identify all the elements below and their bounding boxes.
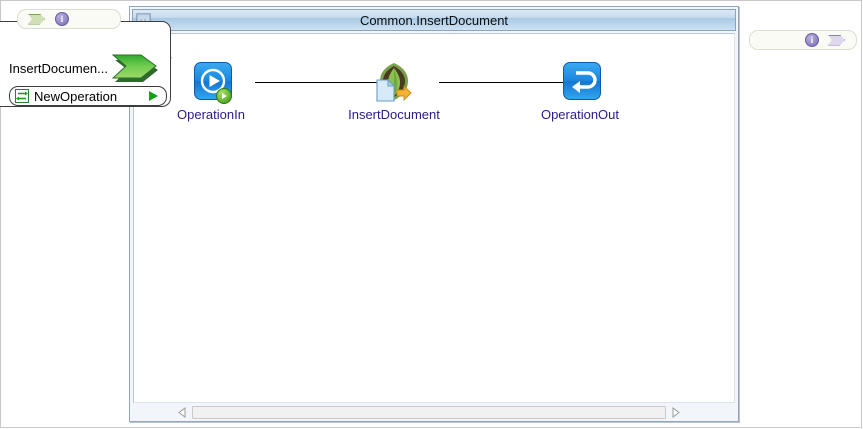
left-panel-toolbar: i <box>17 9 121 29</box>
node-operation-out[interactable]: OperationOut <box>525 60 635 122</box>
exchange-arrows-icon <box>15 89 29 103</box>
window-title-bar[interactable]: Common.InsertDocument <box>132 9 736 31</box>
scrollbar-thumb[interactable] <box>192 406 666 419</box>
return-arrow-blue-icon <box>563 62 601 100</box>
play-triangle-icon[interactable] <box>149 91 158 101</box>
green-run-badge <box>216 88 232 104</box>
window-title-text: Common.InsertDocument <box>359 12 509 28</box>
connector-line <box>255 82 391 83</box>
node-insert-document[interactable]: InsertDocument <box>339 60 449 122</box>
diagram-canvas[interactable]: OperationIn <box>133 33 735 403</box>
triangle-left-icon[interactable] <box>175 405 189 420</box>
operation-name-label: NewOperation <box>34 88 118 104</box>
diagram-window: Common.InsertDocument <box>129 6 739 422</box>
purple-tag-icon[interactable] <box>828 35 845 46</box>
right-panel-toolbar: i <box>749 30 857 50</box>
green-chevron-icon[interactable] <box>109 51 159 85</box>
node-operation-in[interactable]: OperationIn <box>156 60 266 122</box>
node-label: InsertDocument <box>348 107 440 122</box>
operation-list-item[interactable]: NewOperation <box>9 86 167 106</box>
mongodb-leaf-document-icon <box>372 60 416 104</box>
node-icon-wrapper <box>372 60 416 104</box>
node-label: OperationIn <box>177 107 245 122</box>
info-icon[interactable]: i <box>55 12 69 26</box>
entity-name-label: InsertDocumen... <box>9 61 108 76</box>
info-icon[interactable]: i <box>805 33 819 47</box>
green-tag-icon[interactable] <box>28 14 45 25</box>
node-label: OperationOut <box>540 107 620 122</box>
node-icon-wrapper <box>558 60 602 104</box>
node-icon-wrapper <box>189 60 233 104</box>
horizontal-scrollbar[interactable] <box>175 405 683 420</box>
triangle-right-icon[interactable] <box>669 405 683 420</box>
connector-line <box>439 82 567 83</box>
